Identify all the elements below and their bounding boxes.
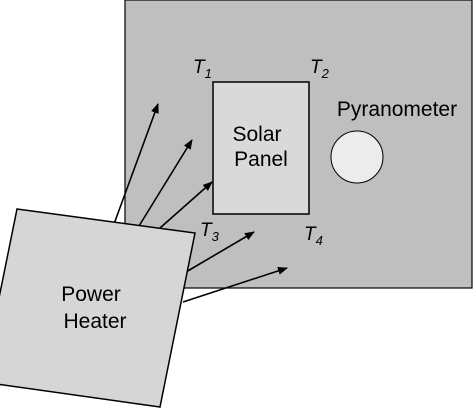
power-heater-label-line1: Power	[61, 283, 121, 306]
sensor-label-t4: T4	[304, 224, 323, 248]
radiation-arrow-4	[185, 231, 255, 273]
radiation-arrow-1	[113, 103, 159, 225]
sensor-label-t2: T2	[310, 57, 330, 81]
sensor-label-t1: T1	[193, 57, 212, 81]
solar-panel-label-line2: Panel	[234, 148, 288, 171]
solar-panel-label-line1: Solar	[232, 123, 281, 146]
power-heater-label-line2: Heater	[63, 310, 126, 333]
pyranometer-label: Pyranometer	[337, 98, 457, 121]
radiation-arrow-5	[182, 266, 288, 303]
radiation-arrow-3	[159, 181, 213, 229]
pyranometer-disc	[330, 130, 384, 184]
radiation-arrows	[113, 103, 288, 303]
solar-panel	[212, 81, 310, 215]
radiation-arrow-2	[138, 139, 193, 227]
sensor-label-t3: T3	[200, 220, 220, 244]
power-heater	[0, 208, 196, 408]
